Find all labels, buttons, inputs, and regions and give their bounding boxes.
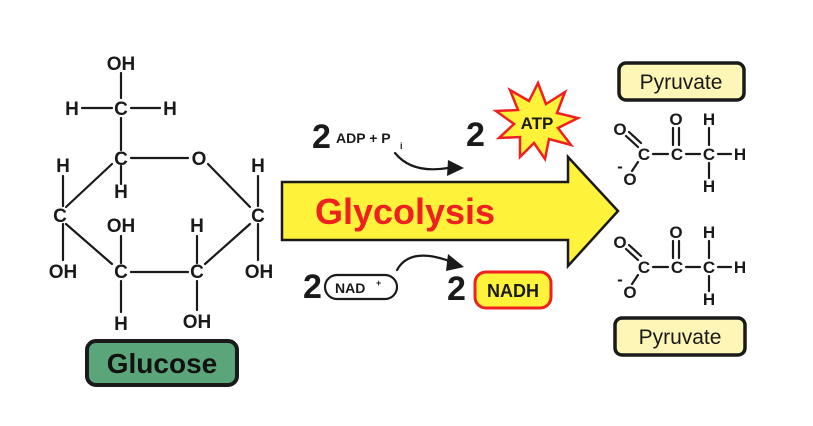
atom-h: H	[190, 216, 204, 237]
atom-c: C	[638, 258, 650, 277]
atp-coefficient: 2	[466, 116, 485, 154]
bond	[206, 162, 252, 209]
glucose-label: Glucose	[85, 339, 239, 387]
atom-h: H	[56, 156, 70, 177]
pyruvate-bottom-molecule: O O H C C C H O - H	[613, 223, 746, 309]
pyruvate-top-molecule: O O H C C C H O - H	[613, 110, 746, 196]
glucose-molecule: OH H C H C O H H H C C OH H OH C C OH H …	[49, 54, 274, 335]
atom-h: H	[734, 145, 746, 164]
atom-c: C	[638, 145, 650, 164]
atom-c: C	[703, 258, 715, 277]
pyruvate-label-box	[617, 61, 746, 102]
nad-coefficient: 2	[303, 268, 322, 306]
atom-o: O	[623, 170, 636, 189]
nadh-output: 2 NADH	[447, 270, 553, 310]
glucose-label-box	[85, 339, 239, 387]
atp-text: ATP	[521, 114, 554, 133]
nad-box	[323, 273, 399, 301]
atom-c: C	[114, 262, 128, 283]
charge-minus: -	[617, 157, 623, 176]
nadh-box	[473, 270, 553, 310]
nad-input: 2 NAD +	[303, 254, 464, 306]
pyruvate-label-box	[613, 316, 747, 357]
atom-o: O	[623, 283, 636, 302]
atom-h: H	[703, 110, 715, 129]
adp-coefficient: 2	[312, 118, 331, 156]
adp-curve	[393, 151, 450, 171]
nad-superscript: +	[376, 278, 381, 288]
nad-arrowhead	[446, 254, 464, 271]
bond	[627, 130, 643, 145]
atom-c: C	[53, 206, 67, 227]
nadh-coefficient: 2	[447, 270, 466, 308]
atom-o: O	[613, 120, 626, 139]
atom-h: H	[734, 258, 746, 277]
atom-c: C	[251, 206, 265, 227]
atom-h: H	[163, 99, 177, 120]
pyruvate-top-label: Pyruvate	[617, 61, 746, 102]
nadh-text: NADH	[487, 281, 539, 301]
atom-oh: OH	[107, 54, 136, 75]
bond	[203, 222, 252, 266]
bond	[630, 273, 640, 286]
glucose-bonds	[61, 71, 260, 314]
pyruvate-label-text: Pyruvate	[640, 71, 723, 94]
atom-oh: OH	[49, 262, 78, 283]
glycolysis-arrow: Glycolysis	[280, 153, 620, 270]
nad-curve	[395, 254, 454, 272]
nad-text: NAD	[335, 280, 365, 296]
atom-oh: OH	[245, 262, 274, 283]
bond	[64, 222, 114, 266]
atom-oh: OH	[183, 312, 212, 333]
atom-o: O	[192, 149, 207, 170]
adp-text: ADP + P	[336, 130, 391, 146]
atom-c: C	[114, 149, 128, 170]
atom-h: H	[703, 177, 715, 196]
atp-output: 2 ATP	[466, 79, 582, 163]
atom-h: H	[65, 99, 79, 120]
bond	[630, 160, 640, 173]
atom-h: H	[251, 156, 265, 177]
atom-h: H	[114, 182, 128, 203]
atom-c: C	[703, 145, 715, 164]
bond	[624, 247, 640, 262]
charge-minus: -	[617, 270, 623, 289]
atp-burst-shape	[492, 79, 582, 163]
process-title: Glycolysis	[315, 191, 495, 232]
atom-c: C	[190, 262, 204, 283]
bond	[627, 243, 643, 258]
atom-o: O	[613, 233, 626, 252]
atom-c: C	[671, 258, 683, 277]
pyruvate-label-text: Pyruvate	[639, 326, 722, 349]
bond	[624, 134, 640, 149]
bond	[64, 162, 114, 209]
atom-h: H	[703, 290, 715, 309]
atom-c: C	[114, 99, 128, 120]
atom-oh: OH	[107, 216, 136, 237]
adp-input: 2 ADP + P i	[312, 118, 464, 176]
atom-o: O	[669, 223, 682, 242]
atom-o: O	[669, 110, 682, 129]
atom-c: C	[671, 145, 683, 164]
adp-arrowhead	[447, 160, 464, 176]
adp-subscript: i	[400, 141, 403, 151]
atom-h: H	[114, 314, 128, 335]
atom-h: H	[703, 223, 715, 242]
pyruvate-bottom-label: Pyruvate	[613, 316, 747, 357]
arrow-shape	[280, 153, 620, 270]
glucose-label-text: Glucose	[107, 348, 217, 379]
